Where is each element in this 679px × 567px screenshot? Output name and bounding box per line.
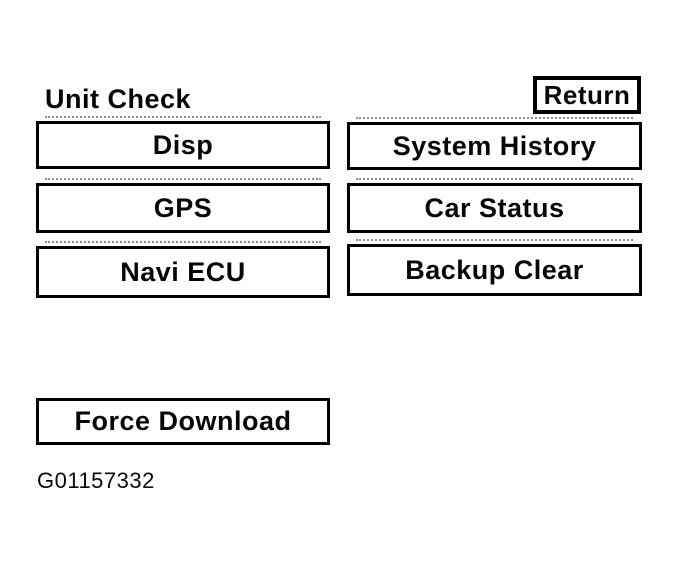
disp-button[interactable]: Disp: [36, 116, 330, 169]
system-history-button[interactable]: System History: [347, 117, 642, 170]
car-status-button[interactable]: Car Status: [347, 178, 642, 233]
return-button[interactable]: Return: [533, 76, 641, 114]
navi-ecu-button[interactable]: Navi ECU: [36, 241, 330, 298]
page-title: Unit Check: [45, 84, 192, 114]
backup-clear-button[interactable]: Backup Clear: [347, 239, 642, 296]
figure-id-label: G01157332: [37, 468, 155, 493]
gps-button[interactable]: GPS: [36, 178, 330, 233]
force-download-button[interactable]: Force Download: [36, 398, 330, 445]
